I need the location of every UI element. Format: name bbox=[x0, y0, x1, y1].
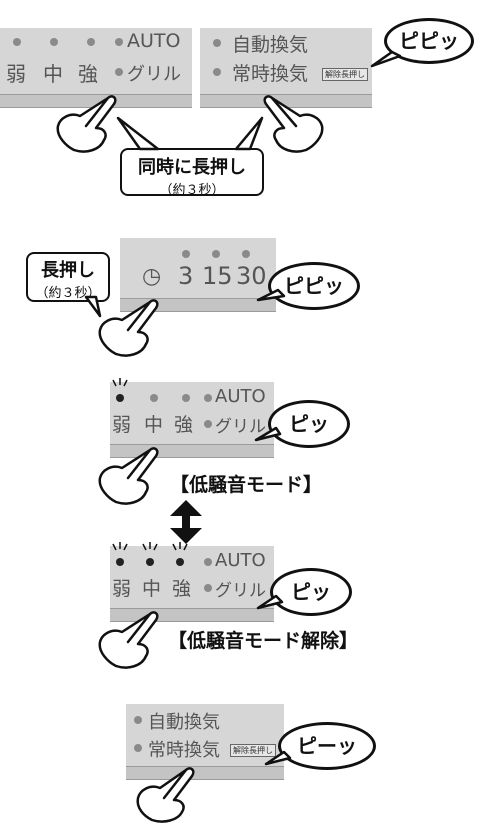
weak-indicator-blinking bbox=[116, 394, 124, 402]
grill-label: グリル bbox=[127, 64, 181, 85]
bubble-tail-3 bbox=[254, 426, 282, 442]
hand-icon-6 bbox=[136, 767, 195, 823]
constant-vent-label: 常時換気 bbox=[148, 740, 220, 761]
hand-icon-4 bbox=[98, 447, 159, 505]
constant-vent-label: 常時換気 bbox=[232, 63, 309, 85]
weak-label: 弱 bbox=[112, 414, 132, 436]
toggle-arrow-icon bbox=[170, 500, 202, 544]
timer15-indicator bbox=[212, 250, 220, 258]
long-press-main-text: 長押し bbox=[41, 260, 95, 281]
auto-indicator bbox=[115, 38, 123, 46]
grill-label: グリル bbox=[215, 417, 266, 437]
bubble-tail-1 bbox=[370, 50, 402, 68]
timer3-indicator bbox=[182, 250, 190, 258]
bubble-tail-5 bbox=[264, 750, 292, 766]
bubble-tail-4 bbox=[256, 594, 284, 610]
constant-vent-indicator bbox=[134, 744, 142, 752]
mid-label: 中 bbox=[142, 578, 162, 600]
hand-icon-3 bbox=[98, 299, 159, 357]
constant-vent-indicator bbox=[213, 68, 221, 76]
weak-indicator bbox=[13, 38, 21, 46]
strong-label: 強 bbox=[172, 578, 192, 600]
mid-label: 中 bbox=[43, 62, 63, 86]
grill-indicator bbox=[204, 420, 212, 428]
blink-marks bbox=[112, 378, 188, 551]
vent-release-button-strip[interactable] bbox=[126, 766, 284, 780]
grill-indicator bbox=[115, 68, 123, 76]
right-control-panel: 自動換気 常時換気 解除長押し bbox=[200, 28, 372, 108]
low-noise-release-heading: 【低騒音モード解除】 bbox=[168, 630, 359, 652]
timer-value-3: 3 bbox=[178, 262, 194, 290]
mid-indicator bbox=[50, 38, 58, 46]
strong-indicator bbox=[87, 38, 95, 46]
low-noise-panel: AUTO 弱 中 強 グリル bbox=[110, 382, 274, 458]
left-control-panel: AUTO 弱 中 強 グリル bbox=[0, 28, 192, 108]
callout-main-text: 同時に長押し bbox=[138, 157, 246, 178]
timer-value-30: 30 bbox=[236, 262, 267, 290]
auto-vent-indicator bbox=[213, 39, 221, 47]
mid-indicator bbox=[150, 394, 158, 402]
low-noise-beep-bubble: ピッ bbox=[268, 400, 350, 448]
weak-indicator-blinking bbox=[116, 558, 124, 566]
grill-label: グリル bbox=[215, 581, 266, 601]
timer30-indicator bbox=[242, 250, 250, 258]
callout-tail-left bbox=[116, 116, 160, 151]
auto-label: AUTO bbox=[215, 386, 266, 407]
hand-icon-1 bbox=[56, 95, 117, 153]
strong-indicator bbox=[182, 394, 190, 402]
bubble-tail-2 bbox=[256, 288, 286, 302]
timer-value-15: 15 bbox=[202, 262, 233, 290]
grill-indicator bbox=[204, 584, 212, 592]
timer-panel: ◷ 3 15 30 bbox=[120, 238, 276, 312]
long-press-sub-text: （約３秒） bbox=[35, 286, 101, 301]
auto-vent-label: 自動換気 bbox=[232, 34, 309, 56]
mid-indicator-blinking bbox=[146, 558, 154, 566]
timer-button-strip[interactable] bbox=[120, 298, 276, 312]
timer-beep-bubble: ピピッ bbox=[268, 262, 360, 310]
weak-label: 弱 bbox=[112, 578, 132, 600]
hand-icon-2 bbox=[263, 95, 324, 153]
auto-vent-indicator bbox=[134, 716, 142, 724]
auto-label: AUTO bbox=[127, 30, 181, 52]
long-press-callout-tail bbox=[84, 295, 102, 318]
low-noise-heading: 【低騒音モード】 bbox=[170, 474, 323, 496]
release-hold-tag: 解除長押し bbox=[230, 744, 276, 757]
hand-icon-5 bbox=[98, 611, 159, 669]
timer-icon: ◷ bbox=[142, 264, 162, 289]
weak-label: 弱 bbox=[6, 62, 26, 86]
auto-indicator bbox=[204, 394, 212, 402]
release-beep-bubble: ピッ bbox=[270, 568, 352, 616]
strong-label: 強 bbox=[78, 62, 98, 86]
callout-sub-text: （約３秒） bbox=[159, 183, 225, 198]
long-beep-bubble: ピーッ bbox=[278, 722, 376, 770]
long-press-callout: 長押し （約３秒） bbox=[26, 252, 110, 302]
strong-indicator-blinking bbox=[176, 558, 184, 566]
vent-release-panel: 自動換気 常時換気 解除長押し bbox=[126, 704, 284, 780]
auto-label: AUTO bbox=[215, 550, 266, 571]
callout-tail-right bbox=[234, 116, 264, 151]
strong-label: 強 bbox=[174, 414, 194, 436]
auto-vent-label: 自動換気 bbox=[148, 712, 220, 733]
auto-indicator bbox=[204, 558, 212, 566]
simultaneous-hold-callout: 同時に長押し （約３秒） bbox=[120, 148, 264, 198]
release-hold-tag: 解除長押し bbox=[322, 68, 368, 81]
mid-label: 中 bbox=[144, 414, 164, 436]
